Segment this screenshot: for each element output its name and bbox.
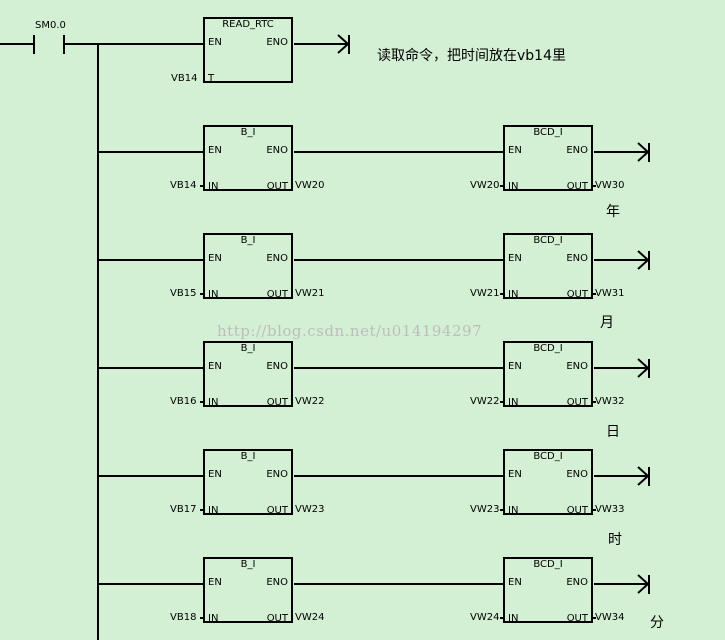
block-title: B_I — [240, 559, 256, 570]
en-pin: EN — [508, 253, 522, 264]
b-i-block[interactable]: B_I EN ENO IN OUT — [203, 341, 293, 408]
en-pin: EN — [208, 145, 222, 156]
in-pin: IN — [208, 505, 219, 516]
eno-pin: ENO — [266, 469, 288, 480]
out-pin: OUT — [566, 289, 588, 300]
in-pin: IN — [208, 181, 219, 192]
en-pin: EN — [208, 37, 222, 48]
operand-in: VB15 — [170, 288, 197, 299]
block-title: BCD_I — [533, 451, 563, 462]
read-rtc-block[interactable]: READ_RTC EN ENO T — [203, 17, 293, 84]
eno-pin: ENO — [266, 37, 288, 48]
operand-in: VW24 — [470, 612, 500, 623]
operand-in: VW22 — [470, 396, 500, 407]
contact-label: SM0.0 — [35, 20, 66, 31]
b-i-block[interactable]: B_I EN ENO IN OUT — [203, 449, 293, 516]
in-pin: IN — [208, 397, 219, 408]
eno-pin: ENO — [566, 577, 588, 588]
eno-pin: ENO — [266, 145, 288, 156]
t-pin: T — [208, 73, 215, 84]
out-pin: OUT — [566, 505, 588, 516]
out-pin: OUT — [566, 181, 588, 192]
in-pin: IN — [208, 613, 219, 624]
operand-in: VW23 — [470, 504, 500, 515]
block-title: BCD_I — [533, 559, 563, 570]
en-pin: EN — [208, 361, 222, 372]
operand-in: VB18 — [170, 612, 197, 623]
en-pin: EN — [208, 253, 222, 264]
out-pin: OUT — [266, 397, 288, 408]
in-pin: IN — [508, 181, 519, 192]
operand-in: VB16 — [170, 396, 197, 407]
eno-pin: ENO — [266, 361, 288, 372]
b-i-block[interactable]: B_I EN ENO IN OUT — [203, 233, 293, 300]
block-title: BCD_I — [533, 127, 563, 138]
operand-out: VW20 — [295, 180, 325, 191]
operand-out: VW22 — [295, 396, 325, 407]
operand-in: VB14 — [170, 180, 197, 191]
b-i-block[interactable]: B_I EN ENO IN OUT — [203, 125, 293, 192]
rung-note: 时 — [608, 532, 622, 548]
eno-pin: ENO — [266, 253, 288, 264]
eno-pin: ENO — [566, 361, 588, 372]
operand-out: VW23 — [295, 504, 325, 515]
bcd-i-block[interactable]: BCD_I EN ENO IN OUT — [503, 233, 593, 300]
out-pin: OUT — [566, 397, 588, 408]
in-pin: IN — [508, 397, 519, 408]
en-pin: EN — [208, 577, 222, 588]
operand-out: VW34 — [595, 612, 625, 623]
out-pin: OUT — [266, 505, 288, 516]
b-i-block[interactable]: B_I EN ENO IN OUT — [203, 557, 293, 624]
operand-t: VB14 — [171, 73, 198, 84]
operand-out: VW30 — [595, 180, 625, 191]
eno-pin: ENO — [266, 577, 288, 588]
out-pin: OUT — [266, 289, 288, 300]
out-pin: OUT — [266, 181, 288, 192]
rung-comment: 读取命令，把时间放在vb14里 — [377, 48, 566, 64]
eno-pin: ENO — [566, 253, 588, 264]
out-pin: OUT — [266, 613, 288, 624]
eno-pin: ENO — [566, 469, 588, 480]
rung-note: 年 — [606, 204, 620, 220]
operand-out: VW32 — [595, 396, 625, 407]
in-pin: IN — [508, 505, 519, 516]
block-title: READ_RTC — [222, 19, 274, 30]
bcd-i-block[interactable]: BCD_I EN ENO IN OUT — [503, 125, 593, 192]
bcd-i-block[interactable]: BCD_I EN ENO IN OUT — [503, 557, 593, 624]
watermark: http://blog.csdn.net/u014194297 — [217, 322, 483, 340]
in-pin: IN — [508, 289, 519, 300]
operand-out: VW31 — [595, 288, 625, 299]
en-pin: EN — [508, 145, 522, 156]
operand-in: VB17 — [170, 504, 197, 515]
block-title: BCD_I — [533, 343, 563, 354]
rung-note: 日 — [606, 424, 620, 440]
block-title: B_I — [240, 235, 256, 246]
en-pin: EN — [508, 469, 522, 480]
operand-out: VW24 — [295, 612, 325, 623]
operand-out: VW33 — [595, 504, 625, 515]
block-title: B_I — [240, 451, 256, 462]
operand-in: VW21 — [470, 288, 500, 299]
en-pin: EN — [508, 577, 522, 588]
block-title: B_I — [240, 127, 256, 138]
bcd-i-block[interactable]: BCD_I EN ENO IN OUT — [503, 449, 593, 516]
operand-out: VW21 — [295, 288, 325, 299]
in-pin: IN — [508, 613, 519, 624]
eno-pin: ENO — [566, 145, 588, 156]
rung-note: 月 — [600, 315, 614, 331]
block-title: BCD_I — [533, 235, 563, 246]
en-pin: EN — [208, 469, 222, 480]
bcd-i-block[interactable]: BCD_I EN ENO IN OUT — [503, 341, 593, 408]
en-pin: EN — [508, 361, 522, 372]
in-pin: IN — [208, 289, 219, 300]
operand-in: VW20 — [470, 180, 500, 191]
out-pin: OUT — [566, 613, 588, 624]
block-title: B_I — [240, 343, 256, 354]
rung-note: 分 — [650, 615, 664, 631]
